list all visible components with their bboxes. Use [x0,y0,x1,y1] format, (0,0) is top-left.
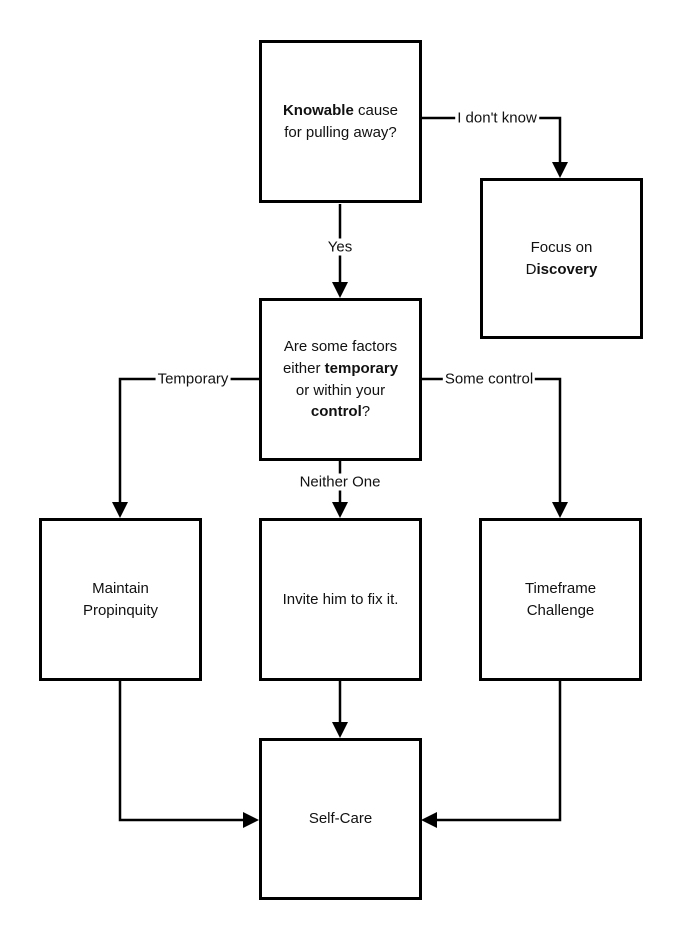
text: Are some factors [283,338,398,355]
edge-label-i-dont-know: I don't know [455,109,539,127]
text: or within your [295,381,386,399]
text: Challenge [526,601,595,619]
node-timeframe-challenge: Timeframe Challenge [479,518,642,681]
text: either [282,359,325,377]
node-label: Timeframe Challenge [525,578,596,622]
node-label: Invite him to fix it. [283,589,399,611]
node-label: Self-Care [309,808,372,830]
arrowhead-down-icon [112,502,128,518]
bold-text: iscovery [536,260,598,278]
bold-text: Knowable [282,101,354,119]
text: Maintain [92,579,149,597]
edge-label-neither-one: Neither One [297,473,383,491]
bold-text: control [310,403,362,421]
node-self-care: Self-Care [259,738,422,900]
arrowhead-down-icon [552,502,568,518]
node-invite-him-to-fix-it: Invite him to fix it. [259,518,422,681]
edge-question-to-timeframe [422,377,568,518]
node-temporary-or-control-question: Are some factors either temporary or wit… [259,298,422,461]
edge-knowable-to-discovery [422,116,568,178]
text: D [525,260,537,278]
text: Timeframe [524,579,597,597]
arrowhead-down-icon [332,502,348,518]
node-maintain-propinquity: Maintain Propinquity [39,518,202,681]
arrowhead-left-icon [421,812,437,828]
text: ? [361,403,371,421]
node-label: Are some factors either temporary or wit… [283,336,398,423]
edge-label-temporary: Temporary [155,370,231,388]
node-label: Focus on Discovery [526,237,598,281]
arrowhead-down-icon [332,282,348,298]
edge-label-some-control: Some control [442,370,536,388]
arrowhead-down-icon [552,162,568,178]
text: Self-Care [308,810,373,828]
node-knowable-cause: Knowable cause for pulling away? [259,40,422,203]
node-label: Knowable cause for pulling away? [283,100,398,144]
edge-question-to-maintain [112,377,259,518]
text: Focus on [530,238,593,256]
text: Propinquity [82,601,159,619]
edge-timeframe-to-selfcare [421,681,562,828]
edge-invite-to-selfcare [332,681,348,738]
text: for pulling away? [284,123,397,141]
text: Invite him to fix it. [282,590,399,608]
arrowhead-down-icon [332,722,348,738]
arrowhead-right-icon [243,812,259,828]
node-focus-on-discovery: Focus on Discovery [480,178,643,339]
node-label: Maintain Propinquity [83,578,158,622]
bold-text: temporary [324,359,399,377]
edge-label-yes: Yes [325,238,355,256]
edge-maintain-to-selfcare [118,681,259,828]
text: cause [353,101,399,119]
